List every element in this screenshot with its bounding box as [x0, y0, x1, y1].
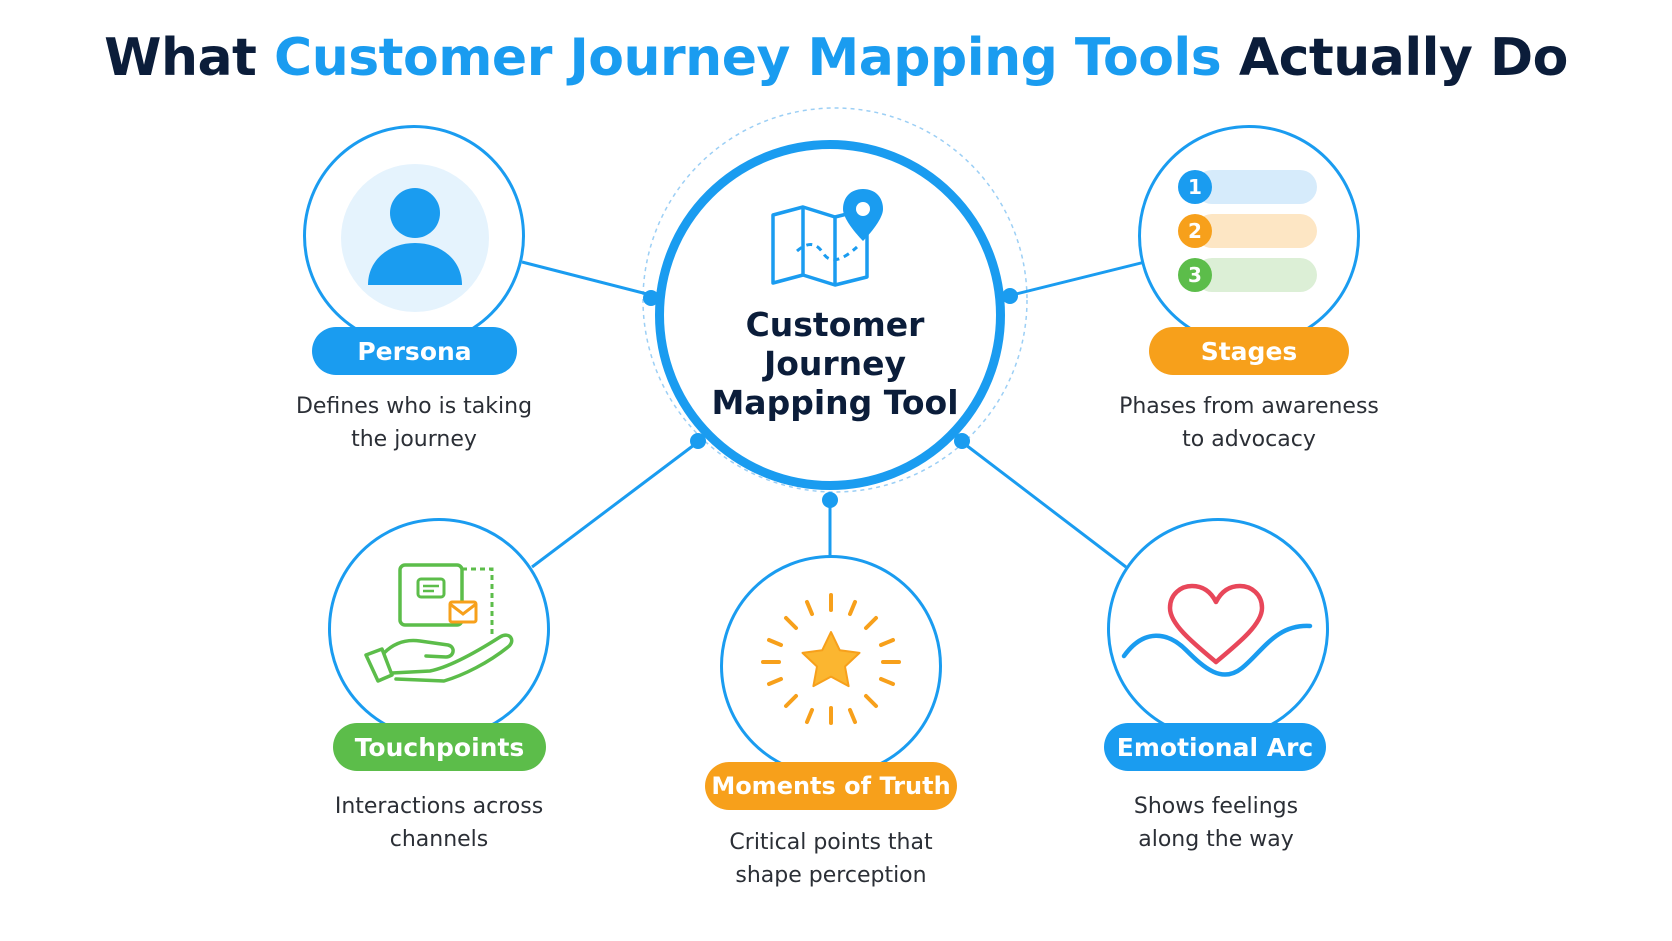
star-burst-icon	[761, 593, 901, 725]
title-highlight: Customer Journey Mapping Tools	[274, 28, 1222, 88]
hand-message-icon	[364, 563, 514, 683]
connector-touchpoints	[531, 440, 699, 569]
moments-desc-line1: Critical points that	[729, 830, 933, 855]
emotional-pill: Emotional Arc	[1104, 723, 1326, 771]
page-title: What Customer Journey Mapping Tools Actu…	[0, 28, 1672, 88]
moments-desc-line2: shape perception	[735, 863, 927, 888]
dot-bottom	[822, 492, 838, 508]
touchpoints-desc-line2: channels	[389, 827, 489, 852]
moments-desc: Critical points that shape perception	[681, 826, 981, 892]
title-part1: What	[104, 28, 275, 88]
center-line1: Customer	[745, 305, 925, 344]
stages-desc-line1: Phases from awareness	[1119, 394, 1379, 419]
heart-wave-icon	[1121, 583, 1313, 677]
dot-bottom-left	[690, 433, 706, 449]
title-part2: Actually Do	[1221, 28, 1569, 88]
touchpoints-pill: Touchpoints	[333, 723, 546, 771]
touchpoints-circle	[328, 518, 550, 740]
stages-pill: Stages	[1149, 327, 1349, 375]
numbered-list-icon: 1 2 3	[1178, 170, 1317, 292]
emotional-desc-line2: along the way	[1138, 827, 1294, 852]
moments-pill: Moments of Truth	[705, 762, 957, 810]
touchpoints-desc-line1: Interactions across	[334, 794, 544, 819]
center-title: Customer Journey Mapping Tool	[700, 305, 970, 422]
dot-bottom-right	[954, 433, 970, 449]
map-pin-icon	[771, 189, 883, 287]
center-line2: Journey	[763, 344, 907, 383]
connector-stages	[1011, 260, 1146, 297]
dot-right	[1002, 288, 1018, 304]
step-1-number: 1	[1188, 175, 1202, 199]
stages-desc: Phases from awareness to advocacy	[1094, 390, 1404, 456]
step-2-number: 2	[1188, 219, 1202, 243]
persona-pill: Persona	[312, 327, 517, 375]
emotional-desc: Shows feelings along the way	[1066, 790, 1366, 856]
center-line3: Mapping Tool	[711, 383, 959, 422]
emotional-desc-line1: Shows feelings	[1133, 794, 1299, 819]
connector-persona	[521, 260, 652, 297]
connector-emotional	[961, 440, 1127, 569]
persona-desc: Defines who is taking the journey	[264, 390, 564, 456]
stages-desc-line2: to advocacy	[1182, 427, 1316, 452]
user-icon	[341, 164, 489, 312]
persona-desc-line1: Defines who is taking	[295, 394, 533, 419]
step-3-number: 3	[1188, 263, 1202, 287]
center-hub	[655, 140, 1005, 490]
center-dashed-ring	[642, 107, 1028, 493]
persona-desc-line2: the journey	[351, 427, 477, 452]
dot-left	[643, 290, 659, 306]
touchpoints-desc: Interactions across channels	[289, 790, 589, 856]
